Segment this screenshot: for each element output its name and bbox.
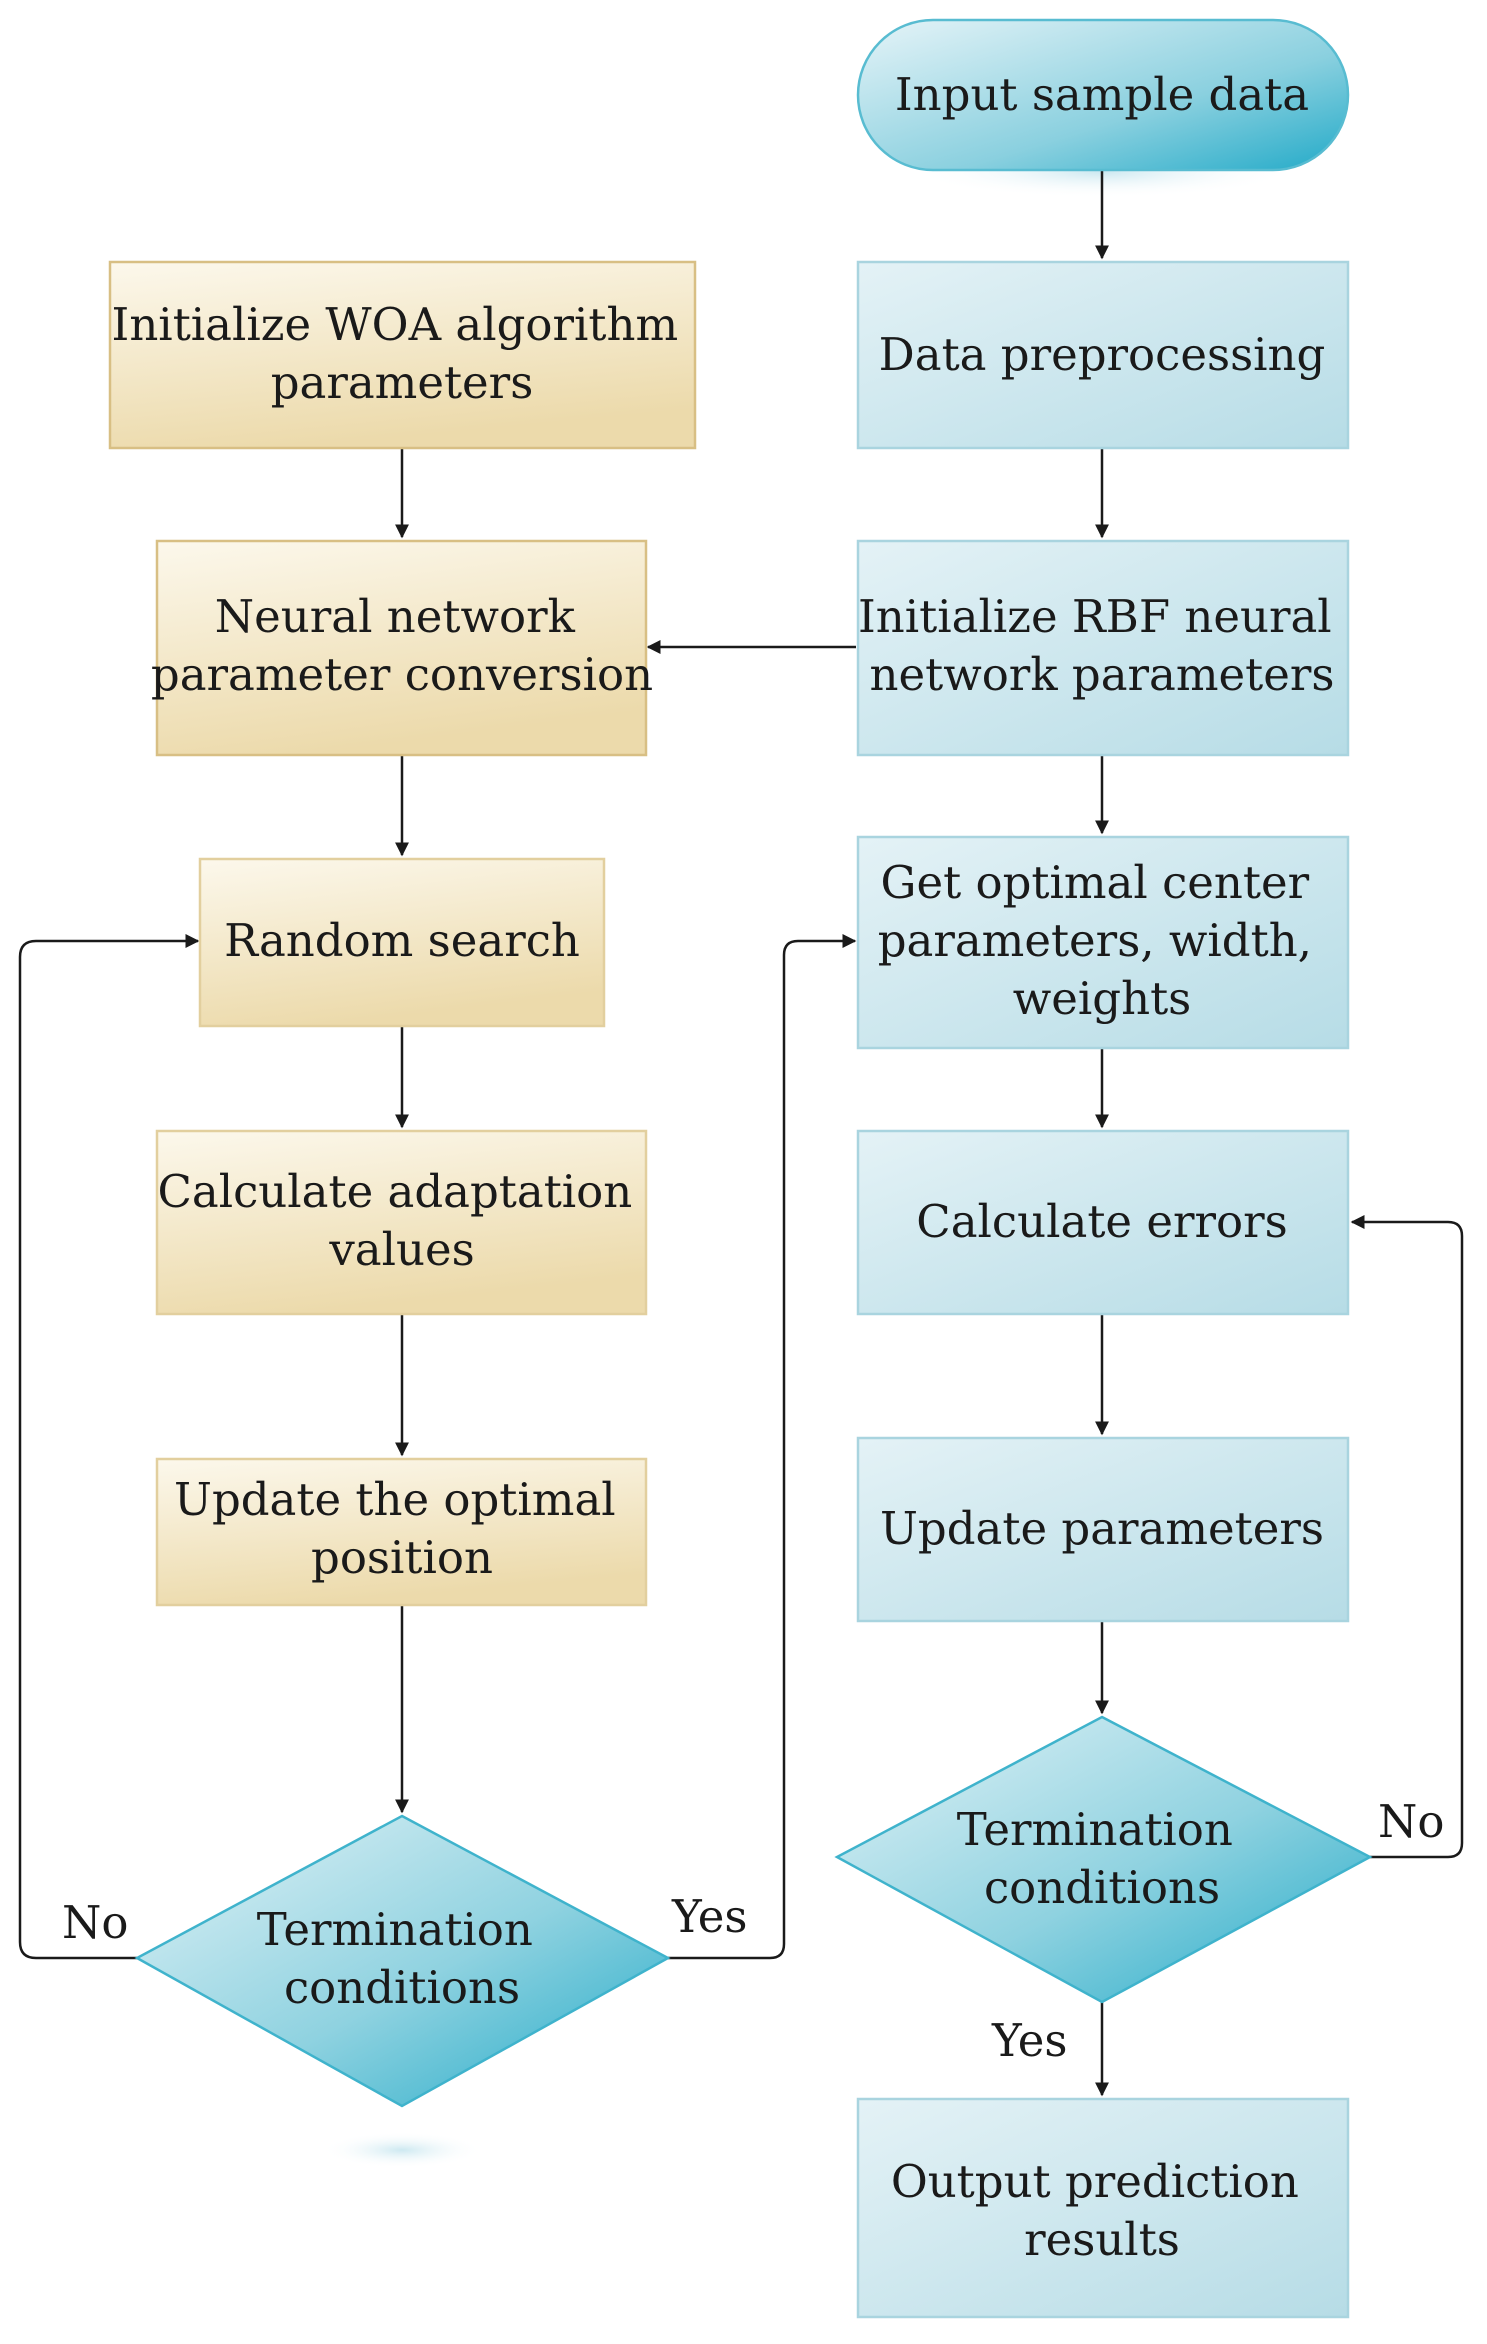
label-calculate-errors: Calculate errors <box>916 1195 1287 1248</box>
node-nn-conversion <box>155 539 648 757</box>
node-init-rbf <box>856 539 1350 757</box>
node-get-optimal <box>856 835 1350 1050</box>
edge-label-right-yes: Yes <box>991 2014 1068 2067</box>
node-calculate-errors <box>856 1129 1350 1316</box>
label-random-search: Random search <box>224 914 580 967</box>
diamond-left-shadow <box>322 2132 482 2168</box>
nodes <box>108 18 1373 2319</box>
node-termination-left <box>134 1814 671 2108</box>
label-update-parameters: Update parameters <box>880 1502 1324 1555</box>
node-termination-right <box>834 1715 1373 2004</box>
node-calc-adaptation <box>155 1129 648 1316</box>
label-init-rbf: Initialize RBF neural network parameters <box>858 590 1346 701</box>
edge-term-left-yes <box>668 934 857 1960</box>
label-input-sample-data: Input sample data <box>895 68 1309 121</box>
node-output-prediction <box>856 2097 1350 2319</box>
node-random-search <box>198 857 606 1028</box>
edge-label-left-no: No <box>62 1896 128 1949</box>
node-update-parameters <box>856 1436 1350 1623</box>
label-termination-right: Termination conditions <box>957 1803 1247 1914</box>
label-termination-left: Termination conditions <box>257 1903 547 2014</box>
edge-labels: No Yes No Yes <box>62 1795 1444 2067</box>
label-nn-conversion: Neural network parameter conversion <box>151 590 653 701</box>
node-update-optimal <box>155 1457 648 1607</box>
label-output-prediction: Output prediction results <box>891 2155 1313 2266</box>
node-init-woa <box>108 260 697 450</box>
label-calc-adaptation: Calculate adaptation values <box>157 1165 646 1276</box>
node-input-sample-data <box>856 18 1350 172</box>
label-get-optimal: Get optimal center parameters, width, we… <box>878 856 1327 1025</box>
label-data-preprocessing: Data preprocessing <box>879 328 1326 381</box>
edges <box>18 170 1464 2097</box>
edge-term-right-no-loop <box>1350 1215 1464 1859</box>
node-labels: Input sample data Data preprocessing Ini… <box>112 68 1346 2266</box>
edge-term-left-no-loop <box>18 934 200 1960</box>
node-data-preprocessing <box>856 260 1350 450</box>
label-update-optimal: Update the optimal position <box>174 1473 630 1584</box>
edge-label-right-no: No <box>1378 1795 1444 1848</box>
edge-label-left-yes: Yes <box>671 1890 748 1943</box>
label-init-woa: Initialize WOA algorithm parameters <box>112 298 693 409</box>
